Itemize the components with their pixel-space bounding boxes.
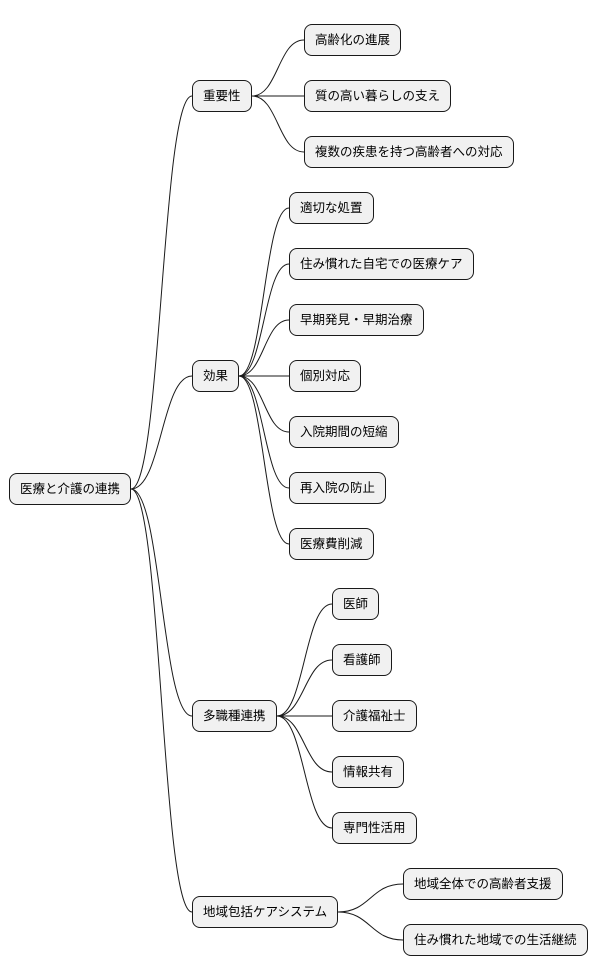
branch-node-effects[interactable]: 効果: [192, 360, 240, 392]
leaf-node[interactable]: 医療費削減: [289, 528, 374, 560]
leaf-node[interactable]: 個別対応: [289, 360, 362, 392]
connector-line: [130, 488, 193, 717]
connector-line: [238, 375, 290, 489]
leaf-node[interactable]: 入院期間の短縮: [289, 416, 399, 448]
leaf-node[interactable]: 再入院の防止: [289, 472, 387, 504]
leaf-node[interactable]: 住み慣れた自宅での医療ケア: [289, 248, 474, 280]
connector-line: [130, 95, 193, 490]
connector-line: [276, 715, 333, 773]
branch-node-community-care[interactable]: 地域包括ケアシステム: [192, 896, 339, 928]
connector-line: [251, 39, 305, 97]
root-node[interactable]: 医療と介護の連携: [9, 473, 132, 505]
connector-line: [238, 207, 290, 377]
connector-line: [276, 659, 333, 717]
branch-node-collaboration[interactable]: 多職種連携: [192, 700, 277, 732]
leaf-node[interactable]: 専門性活用: [332, 812, 417, 844]
leaf-node[interactable]: 看護師: [332, 644, 392, 676]
connector-line: [238, 375, 290, 545]
branch-node-importance[interactable]: 重要性: [192, 80, 252, 112]
connector-line: [337, 911, 404, 941]
connector-line: [276, 603, 333, 717]
connector-line: [130, 488, 193, 913]
leaf-node[interactable]: 高齢化の進展: [304, 24, 402, 56]
leaf-node[interactable]: 複数の疾患を持つ高齢者への対応: [304, 136, 514, 168]
leaf-node[interactable]: 質の高い暮らしの支え: [304, 80, 452, 112]
leaf-node[interactable]: 住み慣れた地域での生活継続: [403, 924, 588, 956]
connector-line: [130, 375, 193, 490]
leaf-node[interactable]: 情報共有: [332, 756, 405, 788]
connector-line: [238, 263, 290, 377]
connector-line: [238, 319, 290, 377]
connector-line: [238, 375, 290, 433]
leaf-node[interactable]: 地域全体での高齢者支援: [403, 868, 563, 900]
leaf-node[interactable]: 適切な処置: [289, 192, 374, 224]
leaf-node[interactable]: 早期発見・早期治療: [289, 304, 424, 336]
leaf-node[interactable]: 医師: [332, 588, 380, 620]
connector-line: [276, 715, 333, 829]
connector-line: [251, 95, 305, 153]
connector-line: [337, 883, 404, 913]
leaf-node[interactable]: 介護福祉士: [332, 700, 417, 732]
